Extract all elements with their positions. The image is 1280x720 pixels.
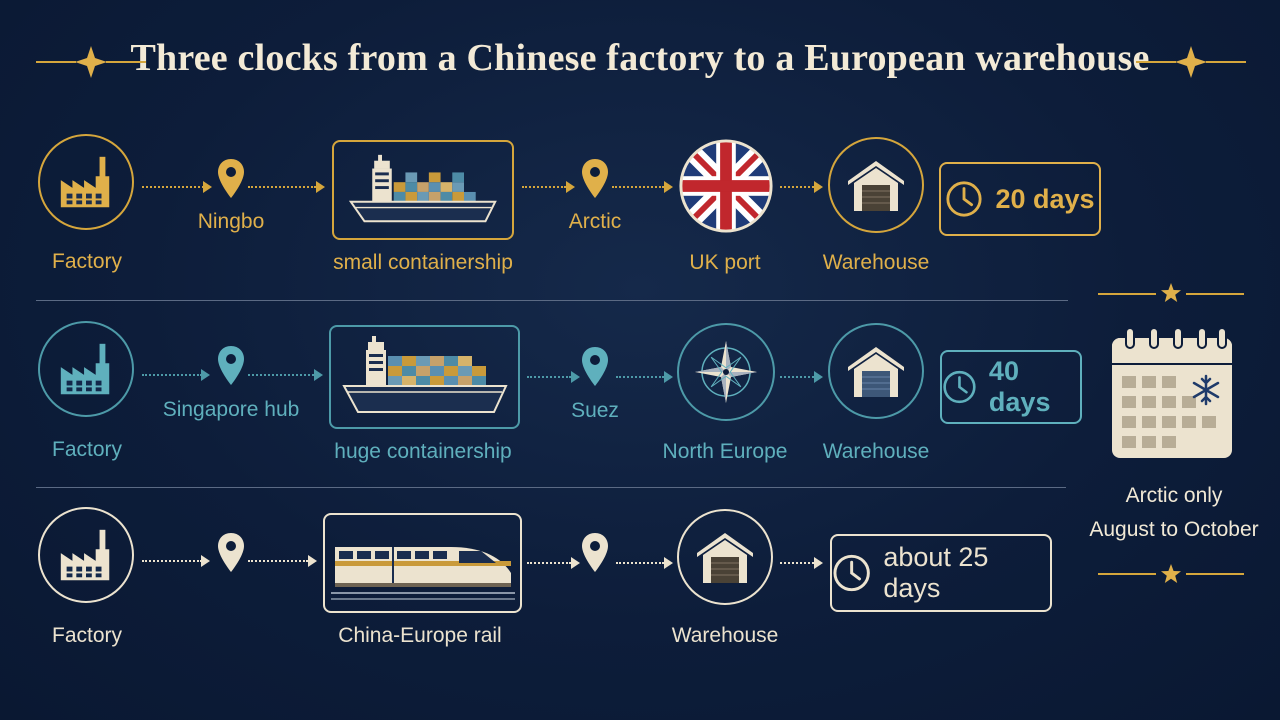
location-pin-icon (218, 533, 244, 572)
factory-node (38, 321, 134, 417)
warehouse-icon (848, 347, 904, 397)
arrow-line (248, 374, 314, 376)
arrowhead-icon (308, 555, 317, 567)
arrowhead-icon (814, 371, 823, 383)
arrow-line (142, 374, 202, 376)
route-row-suez: Factory Singapore hub huge containership… (38, 321, 1082, 463)
factory-icon (60, 529, 110, 581)
stop-label: Ningbo (197, 210, 265, 233)
route-row-rail: Factory China-Europe rail (38, 507, 1052, 647)
port-label: North Europe (662, 440, 788, 463)
ornament-line (1186, 293, 1244, 295)
duration-text: 40 days (988, 356, 1051, 417)
warehouse-label: Warehouse (822, 251, 930, 274)
duration-text: 20 days (995, 183, 1095, 214)
arrow-line (142, 186, 204, 188)
warehouse-node (828, 323, 924, 419)
row-divider (36, 487, 1066, 488)
vessel-label: huge containership (334, 440, 512, 463)
arrowhead-icon (201, 555, 210, 567)
arrow-line (248, 186, 316, 188)
factory-label: Factory (51, 250, 123, 273)
factory-node (38, 134, 134, 230)
stop-label: Suez (571, 399, 619, 422)
ornament-line (1098, 293, 1156, 295)
duration-badge: about 25 days (830, 534, 1052, 612)
location-pin-icon (218, 159, 244, 198)
arctic-season-note: Arctic only August to October (1089, 280, 1260, 590)
arrow-line (616, 562, 664, 564)
port-label: UK port (689, 251, 761, 274)
warehouse-node (677, 509, 773, 605)
duration-text: about 25 days (883, 542, 989, 603)
ornament-line (1186, 573, 1244, 575)
location-pin-icon (582, 159, 608, 198)
warehouse-icon (848, 161, 904, 211)
arrowhead-icon (566, 181, 575, 193)
star-icon (1161, 283, 1181, 302)
arctic-months-text: August to October (1089, 518, 1259, 541)
arrowhead-icon (203, 181, 212, 193)
factory-label: Factory (51, 624, 123, 647)
factory-node (38, 507, 134, 603)
vessel-box (329, 325, 520, 429)
arrow-line (780, 562, 814, 564)
arrowhead-icon (814, 181, 823, 193)
arrow-line (527, 376, 571, 378)
arrow-line (780, 186, 814, 188)
arrowhead-icon (571, 371, 580, 383)
arrow-line (522, 186, 566, 188)
arrowhead-icon (814, 557, 823, 569)
arrowhead-icon (664, 181, 673, 193)
arrow-line (248, 560, 308, 562)
vessel-label: small containership (333, 251, 513, 274)
warehouse-node (828, 137, 924, 233)
arrowhead-icon (664, 557, 673, 569)
factory-icon (60, 343, 110, 395)
route-row-arctic: Factory Ningbo small containership Arcti… (0, 0, 1280, 300)
warehouse-label: Warehouse (822, 440, 930, 463)
containership-icon (348, 154, 497, 223)
clock-icon (946, 181, 983, 217)
containership-icon (341, 336, 508, 413)
factory-icon (60, 156, 110, 208)
location-pin-icon (218, 346, 244, 385)
duration-badge: 40 days (940, 350, 1082, 424)
arrowhead-icon (316, 181, 325, 193)
arrow-line (780, 376, 814, 378)
stop-label: Singapore hub (162, 398, 300, 421)
union-jack-icon (679, 139, 773, 233)
arrowhead-icon (664, 371, 673, 383)
calendar-snowflake-icon (1112, 327, 1232, 458)
arrow-line (142, 560, 202, 562)
arrowhead-icon (571, 557, 580, 569)
clock-icon (833, 554, 870, 592)
vessel-box (332, 140, 514, 240)
vessel-box (323, 513, 522, 613)
stop-label: Arctic (568, 210, 622, 233)
vessel-label: China-Europe rail (338, 624, 502, 647)
high-speed-train-icon (330, 547, 515, 600)
arrowhead-icon (201, 369, 210, 381)
warehouse-label: Warehouse (671, 624, 779, 647)
ornament-line (1098, 573, 1156, 575)
compass-rose-icon (695, 341, 757, 403)
row-divider (36, 300, 1068, 301)
arrow-line (612, 186, 664, 188)
location-pin-icon (582, 533, 608, 572)
star-ornament-right-icon (1136, 46, 1246, 78)
clock-icon (943, 370, 976, 404)
arrow-line (527, 562, 571, 564)
arrow-line (616, 376, 664, 378)
warehouse-icon (697, 533, 753, 583)
star-icon (1161, 564, 1181, 583)
duration-badge: 20 days (939, 162, 1101, 236)
arrowhead-icon (314, 369, 323, 381)
star-ornament-left-icon (36, 46, 146, 78)
location-pin-icon (582, 347, 608, 386)
arctic-only-text: Arctic only (1125, 484, 1223, 507)
factory-label: Factory (51, 438, 123, 461)
port-node (677, 323, 775, 421)
page-title: Three clocks from a Chinese factory to a… (130, 37, 1150, 79)
